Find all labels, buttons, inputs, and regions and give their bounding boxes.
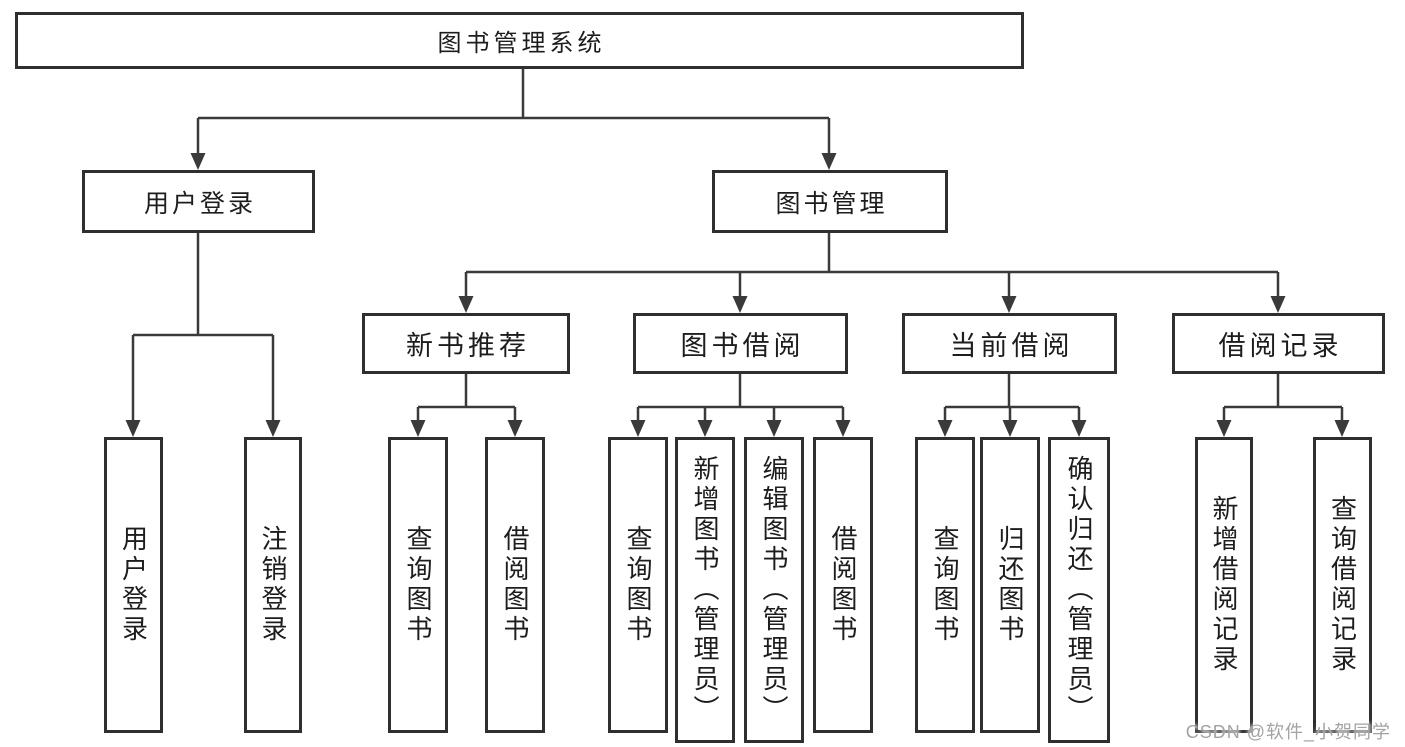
- leaf-logout: 注销登录: [244, 437, 302, 733]
- leaf-edit-books-admin: 编辑图书（管理员）: [744, 437, 804, 743]
- leaf-query-books-current: 查询图书: [915, 437, 975, 733]
- leaf-borrow-books: 借阅图书: [813, 437, 873, 733]
- leaf-query-books-recommend: 查询图书: [388, 437, 448, 733]
- node-new-book-recommendation: 新书推荐: [362, 313, 570, 374]
- node-book-borrowing: 图书借阅: [633, 313, 848, 374]
- node-current-borrowing: 当前借阅: [902, 313, 1117, 374]
- leaf-borrow-books-recommend: 借阅图书: [485, 437, 545, 733]
- node-user-login: 用户登录: [82, 170, 315, 233]
- node-library-management-system: 图书管理系统: [15, 12, 1024, 69]
- leaf-add-borrow-record: 新增借阅记录: [1195, 437, 1253, 733]
- leaf-add-books-admin: 新增图书（管理员）: [675, 437, 735, 743]
- csdn-watermark: CSDN @软件_小贺同学: [1185, 722, 1391, 742]
- leaf-query-books-borrow: 查询图书: [608, 437, 668, 733]
- leaf-user-login: 用户登录: [104, 437, 163, 733]
- leaf-return-books: 归还图书: [980, 437, 1040, 733]
- node-borrowing-records: 借阅记录: [1172, 313, 1385, 374]
- leaf-query-borrow-record: 查询借阅记录: [1313, 437, 1372, 733]
- leaf-confirm-return-admin: 确认归还（管理员）: [1048, 437, 1110, 743]
- node-book-management: 图书管理: [712, 170, 948, 233]
